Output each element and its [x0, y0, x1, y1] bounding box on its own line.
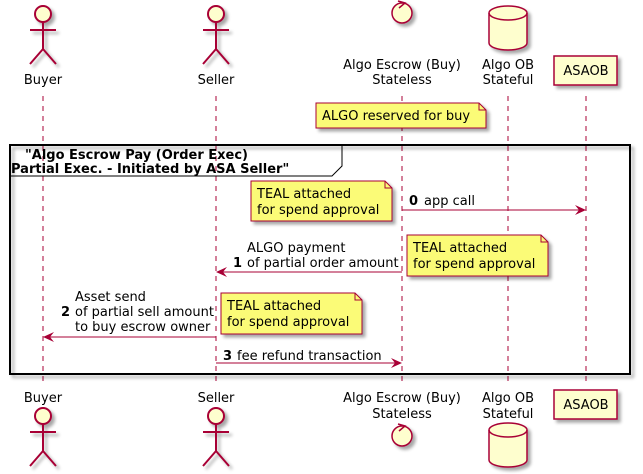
- message-label: of partial order amount: [247, 256, 399, 271]
- message-number: 0: [409, 194, 418, 209]
- arrowhead: [43, 332, 54, 342]
- participant-label-seller-bottom: Seller: [198, 391, 235, 406]
- control-escrow-icon: [391, 0, 413, 24]
- note-teal-3: TEAL attached for spend approval: [220, 292, 363, 335]
- message-label: to buy escrow owner: [75, 320, 211, 335]
- actor-seller-icon: [202, 5, 230, 65]
- message-label: ALGO payment: [247, 241, 345, 256]
- participant-label-asaob-bottom: ASAOB: [563, 398, 608, 413]
- note-teal-1: TEAL attached for spend approval: [250, 180, 393, 222]
- participant-label-seller-top: Seller: [198, 73, 235, 88]
- participant-label-escrow-bottom-2: Stateless: [372, 407, 432, 422]
- database-ob-icon: [488, 5, 528, 51]
- arrowhead: [575, 205, 586, 215]
- control-escrow-icon: [391, 423, 413, 447]
- message-label: Asset send: [75, 290, 146, 305]
- participant-label-escrow-top-1: Algo Escrow (Buy): [343, 58, 461, 73]
- note-algo-reserved: ALGO reserved for buy: [315, 102, 487, 129]
- message-label: app call: [424, 194, 475, 209]
- group-frame: "Algo Escrow Pay (Order Exec) Partial Ex…: [9, 144, 631, 375]
- arrowhead: [391, 358, 402, 368]
- database-ob-icon: [488, 422, 528, 468]
- participant-box-asaob-top: [553, 55, 618, 86]
- participant-label-ob-bottom-2: Stateful: [483, 407, 534, 422]
- participant-label-escrow-top-2: Stateless: [372, 73, 432, 88]
- participant-label-buyer-top: Buyer: [24, 73, 63, 88]
- participant-label-asaob-top: ASAOB: [563, 64, 608, 79]
- participant-box-asaob-bottom: [553, 389, 618, 420]
- participant-label-ob-bottom-1: Algo OB: [482, 391, 534, 406]
- message-number: 3: [223, 349, 232, 364]
- note-text: for spend approval: [257, 203, 379, 218]
- message-number: 2: [61, 305, 70, 320]
- note-text: TEAL attached: [256, 187, 351, 202]
- message-0: 0 app call: [402, 194, 586, 215]
- note-text: TEAL attached: [412, 241, 507, 256]
- participants-bottom: Buyer Seller Algo Escrow (Buy) Stateless…: [24, 389, 618, 468]
- message-label: fee refund transaction: [237, 349, 382, 364]
- note-text: ALGO reserved for buy: [322, 109, 470, 124]
- actor-seller-icon: [202, 407, 230, 467]
- message-3: 3 fee refund transaction: [216, 349, 402, 368]
- message-label: of partial sell amount: [75, 305, 214, 320]
- arrowhead: [216, 267, 227, 277]
- participants-top: Buyer Seller Algo Escrow (Buy) Stateless…: [24, 0, 618, 88]
- actor-buyer-icon: [29, 5, 57, 65]
- participant-label-buyer-bottom: Buyer: [24, 391, 63, 406]
- note-text: for spend approval: [413, 257, 535, 272]
- participant-label-ob-top-1: Algo OB: [482, 58, 534, 73]
- group-title-line-2: Partial Exec. - Initiated by ASA Seller": [11, 162, 289, 177]
- message-number: 1: [233, 256, 242, 271]
- participant-label-ob-top-2: Stateful: [483, 73, 534, 88]
- note-teal-2: TEAL attached for spend approval: [406, 234, 549, 277]
- group-title-line-1: "Algo Escrow Pay (Order Exec): [25, 148, 248, 163]
- note-text: for spend approval: [227, 315, 349, 330]
- actor-buyer-icon: [29, 407, 57, 467]
- note-text: TEAL attached: [226, 299, 321, 314]
- message-1: 1 ALGO payment of partial order amount: [216, 241, 402, 277]
- message-2: 2 Asset send of partial sell amount to b…: [43, 290, 216, 342]
- participant-label-escrow-bottom-1: Algo Escrow (Buy): [343, 391, 461, 406]
